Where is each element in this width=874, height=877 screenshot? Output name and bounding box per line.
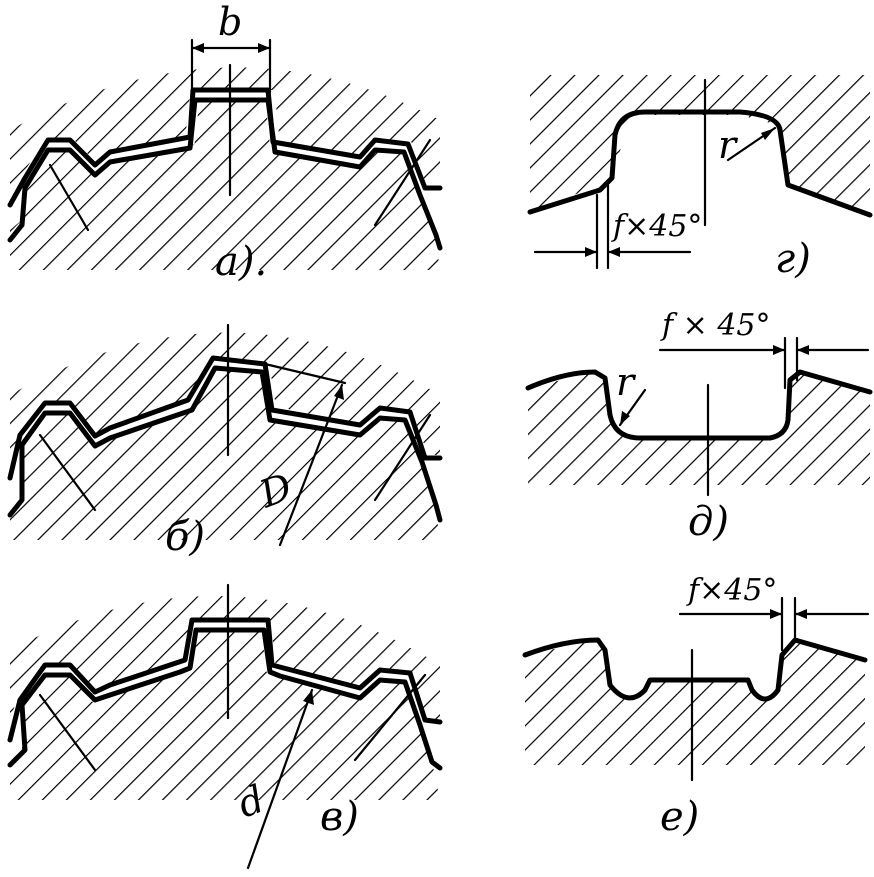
panel-b-shaft-section	[10, 368, 440, 540]
panel-e-label: е)	[660, 794, 699, 840]
panel-b-dim-D-line	[278, 383, 344, 547]
panel-a-hub-shaft-centering-by-width: b а).	[7, 0, 443, 285]
panel-v-hub-section	[10, 596, 440, 720]
panel-a-leader-left	[48, 163, 90, 232]
panel-g-arrowhead-left	[585, 247, 597, 257]
panel-v-dim-d-line	[246, 688, 314, 870]
panel-a-arrowhead-left	[192, 43, 204, 53]
panel-g-hub-groove-detail: r f×45° г)	[527, 75, 873, 282]
panel-a-leader-right	[373, 138, 432, 227]
panel-d-label: д)	[688, 499, 729, 545]
panel-g-hub-section	[530, 75, 870, 215]
panel-b-shaft-contour	[7, 365, 443, 523]
panel-g-label: г)	[775, 236, 811, 282]
panel-a-arrowhead-right	[258, 43, 270, 53]
panel-e-contour	[522, 637, 868, 702]
panel-b-arrowhead-D	[334, 385, 344, 400]
panel-b-label: б)	[165, 514, 205, 560]
panel-v-leader-left	[38, 693, 97, 772]
panel-a-dim-b-label: b	[218, 0, 242, 44]
panel-b-hub-contour	[7, 355, 443, 481]
panel-d-chamfer-label: f × 45°	[660, 308, 771, 343]
panel-b-centering-by-outer-diameter: D б)	[7, 323, 443, 560]
panel-v-hub-contour	[7, 617, 443, 743]
panel-v-label: в)	[320, 794, 359, 840]
panel-d-arrowhead-right	[797, 345, 809, 355]
panel-e-shaft-relief-grooves: f×45° е)	[522, 573, 870, 840]
panel-v-shaft-contour	[7, 627, 443, 771]
panel-v-shaft-section	[10, 630, 440, 800]
panel-g-arrowhead-right	[608, 247, 620, 257]
panel-v-arrowhead-d	[303, 690, 314, 705]
panel-e-shaft-section	[525, 640, 865, 765]
panel-d-shaft-section	[528, 372, 870, 485]
panel-a-shaft-section	[10, 100, 440, 270]
panel-b-hub-section	[10, 332, 440, 470]
panel-a-shaft-contour	[7, 97, 443, 251]
panel-g-radius-label: r	[718, 123, 739, 167]
panel-d-contour	[525, 369, 873, 441]
panel-g-arrowhead-r	[761, 128, 775, 140]
panel-v-centering-by-inner-diameter: d в)	[7, 583, 443, 870]
panel-d-shaft-groove-detail: r f × 45° д)	[525, 308, 873, 545]
panel-b-leader-left	[38, 433, 97, 512]
panel-d-arrowhead-left	[773, 345, 785, 355]
panel-a-label: а).	[215, 239, 267, 285]
panel-a-hub-section	[10, 67, 440, 201]
panel-e-arrowhead-left	[770, 609, 782, 619]
panel-d-radius-label: r	[616, 360, 637, 404]
panel-d-arrowhead-r	[620, 411, 630, 425]
panel-g-contour	[527, 109, 873, 218]
panel-b-od-chord	[263, 362, 347, 385]
panel-e-chamfer-label: f×45°	[686, 573, 777, 608]
panel-e-arrowhead-right	[795, 609, 807, 619]
panel-b-leader-right	[373, 413, 432, 502]
panel-g-chamfer-label: f×45°	[611, 209, 702, 244]
panel-v-leader-right	[353, 673, 427, 762]
